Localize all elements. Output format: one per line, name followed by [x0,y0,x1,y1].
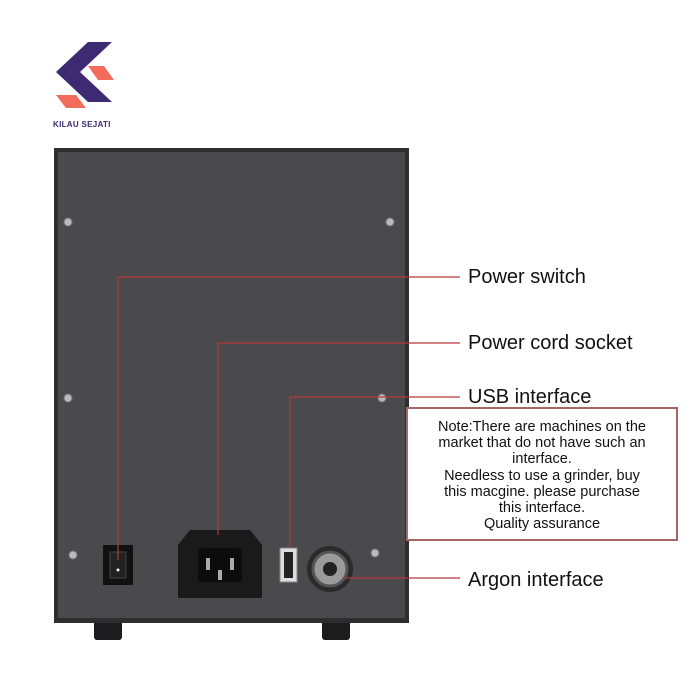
note-line: Quality assurance [483,516,601,533]
callout-power-switch: Power switch [468,266,586,288]
note-box: Note:There are machines on the market th… [406,407,678,541]
note-line: this macgine. please purchase [444,483,640,500]
screws [63,217,395,574]
power-cord-socket [178,530,262,598]
argon-connector [307,546,353,592]
note-line: market that do not have such an [438,435,646,452]
device-foot-left [94,618,122,640]
callout-argon-interface: Argon interface [468,569,604,591]
note-line: interface. [512,451,572,468]
leader-lines [117,276,460,579]
device-foot-right [322,618,350,640]
usb-port [279,547,298,583]
callout-usb-interface: USB interface [468,386,592,408]
callout-power-cord-socket: Power cord socket [468,332,633,354]
note-line: Needless to use a grinder, buy [444,467,640,484]
brand-logo [56,42,114,108]
brand-name: KILAU SEJATI [53,120,111,129]
note-line: Note:There are machines on the [438,419,646,435]
note-line: this interface. [498,500,586,517]
